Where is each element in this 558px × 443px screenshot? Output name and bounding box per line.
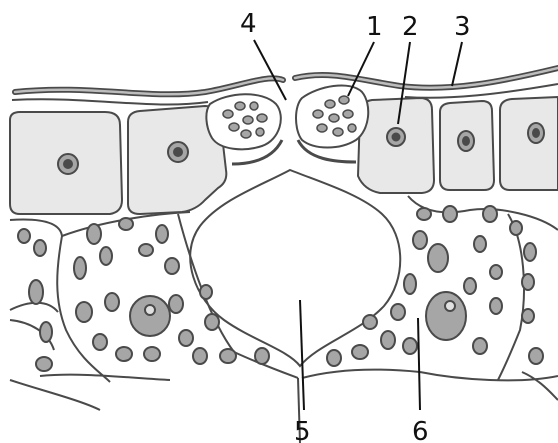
label-4: 4 bbox=[240, 9, 257, 39]
label-2: 2 bbox=[402, 12, 419, 42]
label-3: 3 bbox=[454, 12, 471, 42]
epidermal-cell bbox=[500, 97, 558, 190]
label-6: 6 bbox=[412, 417, 429, 443]
air-chamber bbox=[190, 170, 400, 366]
leader-line-6 bbox=[418, 318, 420, 410]
leader-line-1 bbox=[348, 42, 374, 96]
leader-line-4 bbox=[254, 40, 286, 100]
cuticle bbox=[15, 68, 558, 94]
epidermal-cells-left bbox=[10, 106, 226, 214]
leader-line-3 bbox=[452, 42, 462, 86]
label-1: 1 bbox=[366, 12, 383, 42]
label-5: 5 bbox=[294, 417, 311, 443]
guard-cells bbox=[206, 85, 368, 164]
